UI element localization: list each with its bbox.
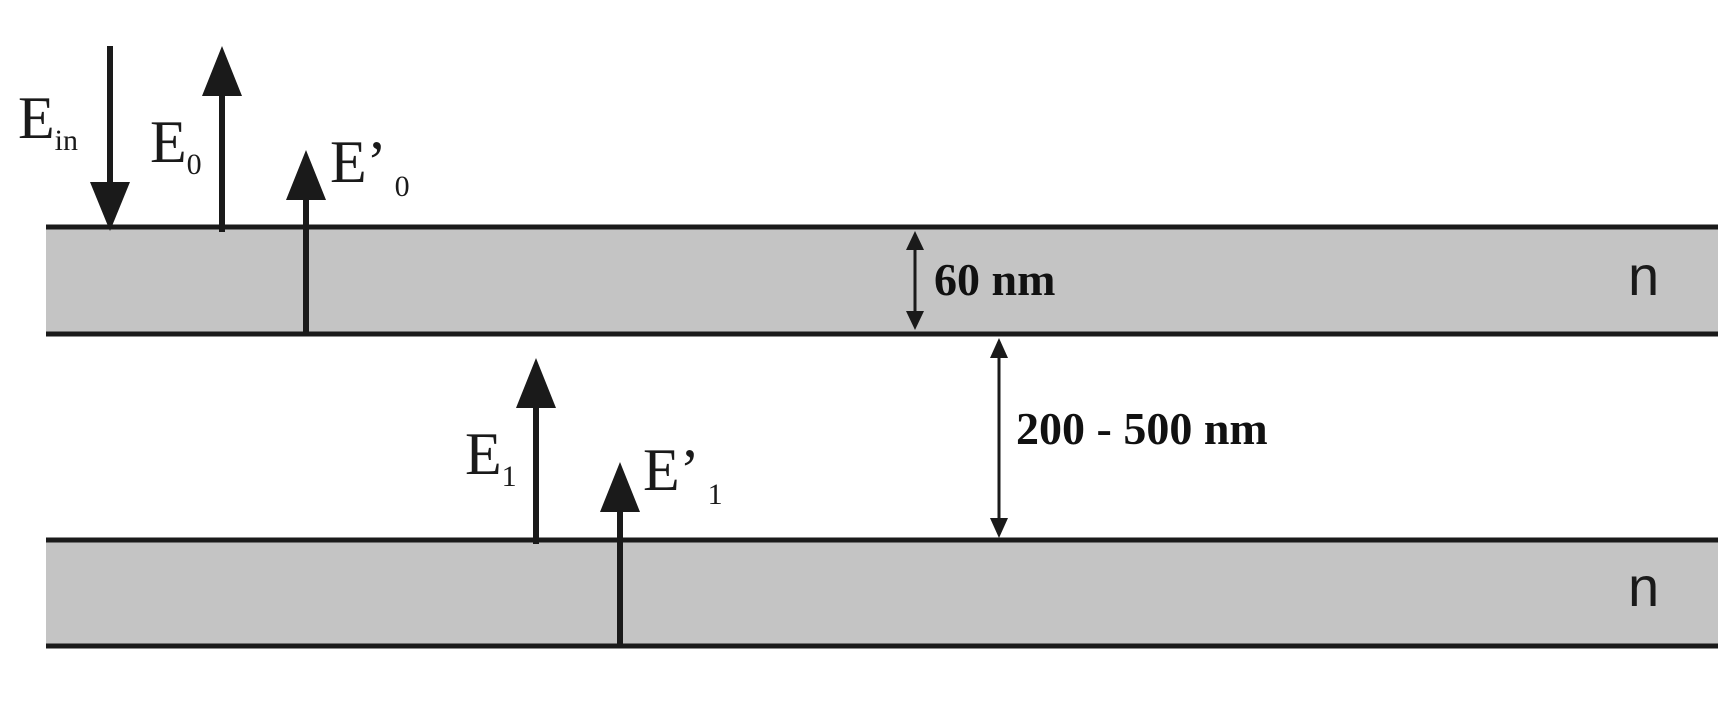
bottom-layer-fill: [46, 540, 1718, 646]
bottom-layer: n: [46, 537, 1718, 649]
field-1-prime-label-base: E’: [643, 437, 700, 503]
gap-dimension: 200 - 500 nm: [990, 338, 1268, 538]
reflected-field-0-prime-label-base: E’: [330, 129, 387, 195]
field-1-label-base: E: [465, 421, 502, 487]
field-1-prime-label: E’1: [643, 437, 723, 511]
layer-thickness-dimension: 60 nm: [906, 231, 1055, 330]
field-1-arrow: E1: [465, 358, 556, 544]
reflected-field-0-arrow: E0: [150, 46, 242, 232]
field-1-prime-label-sub: 1: [708, 478, 723, 511]
incident-arrow-head: [90, 182, 130, 231]
thickness-label: 60 nm: [934, 254, 1055, 305]
reflected-field-0-prime-arrow: E’0: [286, 129, 410, 334]
field-1-prime-arrow-head: [600, 462, 640, 512]
reflected-field-0-prime-label: E’0: [330, 129, 410, 203]
incident-field-label: Ein: [18, 85, 78, 157]
field-1-label: E1: [465, 421, 517, 493]
reflected-0-arrow-head: [202, 46, 242, 96]
top-layer-fill: [46, 228, 1718, 334]
reflected-0-prime-arrow-head: [286, 150, 326, 200]
reflected-field-0-label-base: E: [150, 109, 187, 175]
field-1-label-sub: 1: [502, 460, 517, 493]
gap-arrow-top: [990, 338, 1008, 358]
incident-field-arrow: Ein: [18, 46, 130, 231]
gap-arrow-bottom: [990, 518, 1008, 538]
field-1-arrow-head: [516, 358, 556, 408]
thickness-arrow-bottom: [906, 311, 924, 330]
top-layer: n: [46, 224, 1718, 337]
reflected-field-0-prime-label-sub: 0: [395, 170, 410, 203]
top-layer-index-label: n: [1628, 244, 1659, 307]
reflected-field-0-label: E0: [150, 109, 202, 181]
gap-label: 200 - 500 nm: [1016, 403, 1268, 454]
thickness-arrow-top: [906, 231, 924, 250]
bottom-layer-index-label: n: [1628, 555, 1659, 618]
reflected-field-0-label-sub: 0: [187, 148, 202, 181]
field-1-prime-arrow: E’1: [600, 437, 723, 646]
incident-field-label-base: E: [18, 85, 55, 151]
incident-field-label-sub: in: [55, 124, 78, 157]
